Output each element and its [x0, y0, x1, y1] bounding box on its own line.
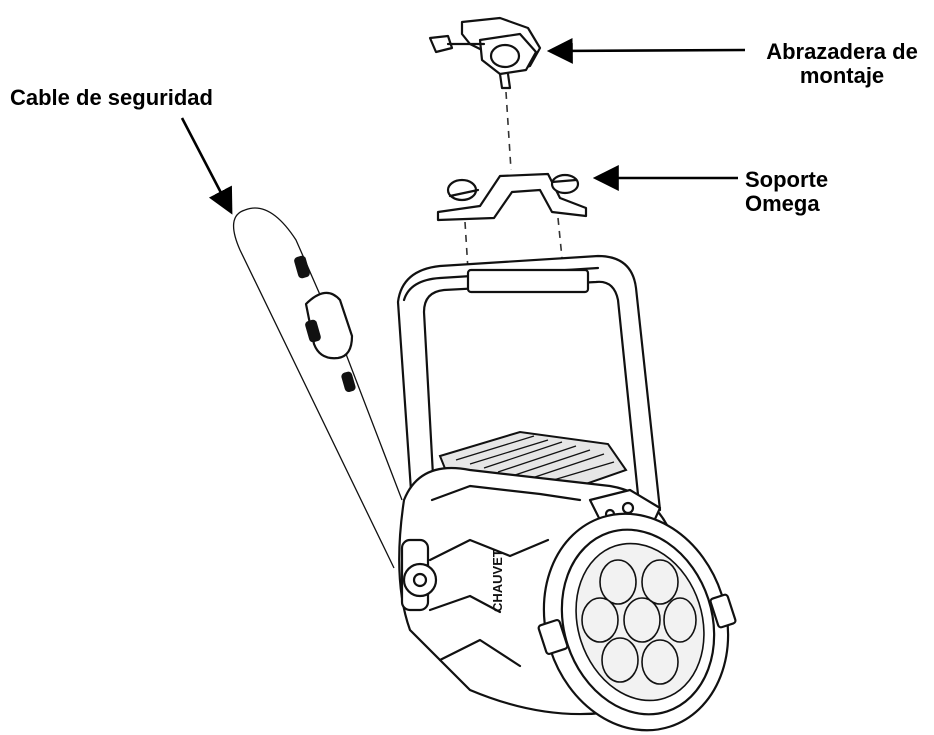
alignment-line-clamp: [505, 91, 512, 171]
callout-omega-bracket-line1: Soporte: [745, 167, 829, 192]
callout-omega-bracket: Soporte Omega: [745, 168, 865, 216]
alignment-line-left: [464, 221, 469, 271]
callout-mounting-clamp: Abrazadera de montaje: [752, 40, 932, 88]
yoke-knob: [400, 538, 438, 612]
lens-assembly: [537, 512, 737, 732]
callout-safety-cable: Cable de seguridad: [10, 85, 213, 110]
arrow-mounting-clamp: [546, 37, 746, 64]
arrow-safety-cable: [180, 117, 233, 215]
mounting-clamp: [428, 16, 542, 90]
omega-bracket: [436, 172, 588, 222]
callout-mounting-clamp-line1: Abrazadera de: [766, 39, 918, 64]
callout-omega-bracket-line2: Omega: [745, 191, 820, 216]
safety-cable: [233, 207, 403, 569]
callout-mounting-clamp-line2: montaje: [799, 63, 885, 88]
alignment-line-right: [557, 217, 563, 259]
brand-logo: CHAUVET: [490, 549, 505, 612]
lens-cells: [581, 559, 697, 685]
